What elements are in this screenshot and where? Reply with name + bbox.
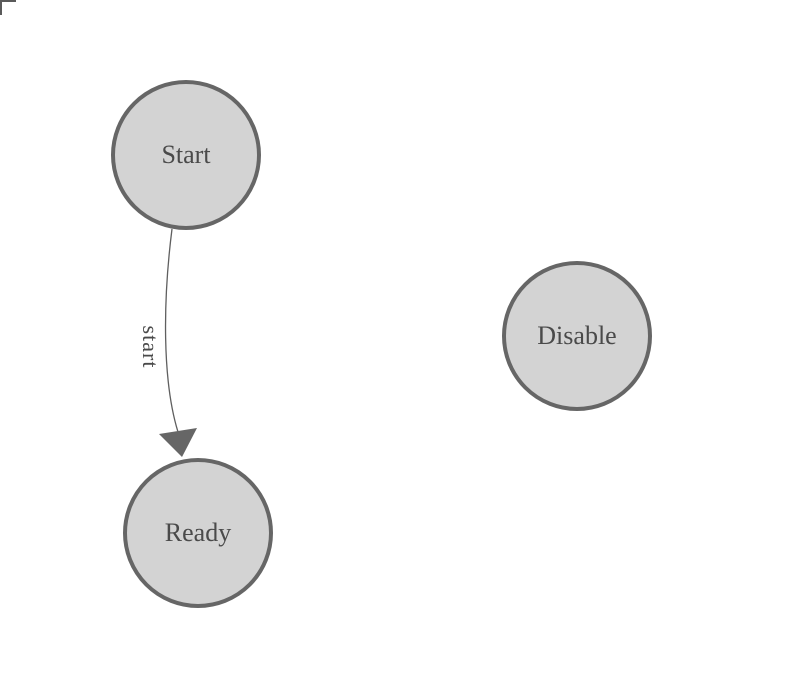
edge-label-start: start <box>138 325 163 369</box>
arrowhead-icon <box>159 428 197 457</box>
state-node-start[interactable]: Start <box>111 80 261 230</box>
edge-start-to-ready[interactable] <box>159 228 197 457</box>
state-node-label: Disable <box>537 321 617 350</box>
state-node-label: Start <box>161 140 211 169</box>
state-node-disable[interactable]: Disable <box>502 261 652 411</box>
edge-path[interactable] <box>164 228 179 433</box>
state-node-ready[interactable]: Ready <box>123 458 273 608</box>
state-node-label: Ready <box>164 518 232 547</box>
canvas-corner-marker <box>0 0 16 15</box>
